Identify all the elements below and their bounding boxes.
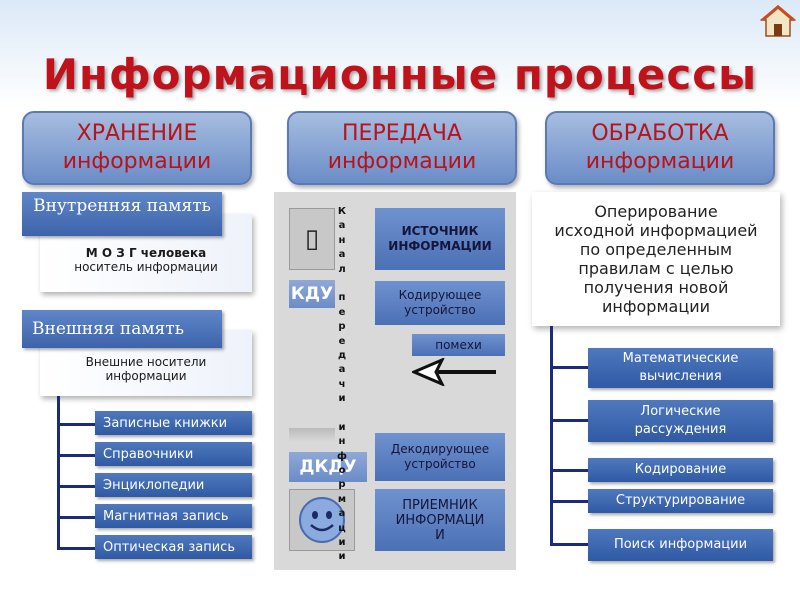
channel-letter: н xyxy=(338,234,346,246)
channel-letter: р xyxy=(338,479,346,491)
header-processing-line2: информации xyxy=(585,149,735,174)
processing-desc-line4: правилам с целью xyxy=(578,259,734,278)
storage-item-reference-books[interactable]: Справочники xyxy=(95,442,252,466)
encoder-line2: устройство xyxy=(404,303,476,317)
channel-letter: м xyxy=(337,493,347,505)
storage-branch xyxy=(57,454,95,457)
encoder-box: Кодирующее устройство xyxy=(375,281,505,325)
channel-letter: л xyxy=(338,263,346,275)
processing-branch xyxy=(550,366,588,369)
processing-branch xyxy=(550,469,588,472)
channel-letter: о xyxy=(338,465,346,477)
internal-desc-line2: носитель информации xyxy=(74,260,218,274)
channel-letter: а xyxy=(338,249,346,261)
channel-letter: е xyxy=(338,306,346,318)
math-line2: вычисления xyxy=(639,369,722,384)
channel-letter: и xyxy=(338,536,346,548)
processing-branch xyxy=(550,500,588,503)
storage-branch xyxy=(57,423,95,426)
external-memory-label: Внешняя память xyxy=(22,310,222,348)
internal-memory-label: Внутренняя память xyxy=(22,192,222,236)
processing-desc-line1: Оперирование xyxy=(594,202,718,221)
channel-letter: ц xyxy=(338,522,346,534)
encoder-short-label: КДУ xyxy=(289,280,335,308)
channel-letter: ч xyxy=(338,378,346,390)
channel-letter: п xyxy=(338,292,346,304)
processing-item-structuring[interactable]: Структурирование xyxy=(588,489,773,513)
header-transfer: ПЕРЕДАЧА информации xyxy=(287,111,517,185)
channel-letter: р xyxy=(338,321,346,333)
header-storage-line1: ХРАНЕНИЕ xyxy=(76,121,198,146)
header-storage-line2: информации xyxy=(62,149,212,174)
channel-letter: и xyxy=(338,551,346,563)
storage-item-optical[interactable]: Оптическая запись xyxy=(95,535,252,559)
channel-letter: К xyxy=(337,206,347,217)
processing-item-search[interactable]: Поиск информации xyxy=(588,529,773,561)
header-transfer-line1: ПЕРЕДАЧА xyxy=(342,121,462,146)
channel-letter: и xyxy=(338,421,346,433)
receiver-line1: ПРИЕМНИК xyxy=(402,497,478,513)
channel-letter xyxy=(335,407,349,421)
channel-letter: а xyxy=(338,220,346,232)
processing-item-math[interactable]: Математические вычисления xyxy=(588,348,773,388)
internal-desc-line1: М О З Г человека xyxy=(85,246,207,260)
storage-tree-trunk xyxy=(57,396,60,548)
header-processing-line1: ОБРАБОТКА xyxy=(591,121,729,146)
channel-letter: ф xyxy=(337,450,347,462)
processing-tree-trunk xyxy=(550,326,553,545)
receiver-box xyxy=(289,489,355,551)
processing-desc-line3: по определенным xyxy=(579,240,733,259)
channel-letter: д xyxy=(337,349,347,361)
storage-branch xyxy=(57,485,95,488)
noise-label: помехи xyxy=(412,334,505,356)
source-line1: ИСТОЧНИК xyxy=(401,224,479,238)
channel-letter: н xyxy=(338,436,346,448)
processing-desc-line6: информации xyxy=(601,297,711,316)
header-transfer-line2: информации xyxy=(327,149,477,174)
logic-line1: Логические xyxy=(640,404,721,419)
channel-letter: а xyxy=(338,364,346,376)
external-desc-line1: Внешние носители xyxy=(85,355,207,369)
storage-branch xyxy=(57,547,95,550)
processing-item-logic[interactable]: Логические рассуждения xyxy=(588,400,773,442)
decoder-box: Декодирующее устройство xyxy=(375,433,505,481)
decoder-line2: устройство xyxy=(404,457,476,471)
channel-letter: и xyxy=(338,393,346,405)
processing-desc-line2: исходной информацией xyxy=(554,221,758,240)
page-title: Информационные процессы xyxy=(42,50,758,99)
receiver-label: ПРИЕМНИК ИНФОРМАЦИ И xyxy=(375,489,505,551)
processing-desc-line5: получения новой xyxy=(583,278,729,297)
source-line2: ИНФОРМАЦИИ xyxy=(388,239,492,253)
processing-branch xyxy=(550,543,588,546)
math-line1: Математические xyxy=(622,351,739,366)
storage-item-encyclopedias[interactable]: Энциклопедии xyxy=(95,473,252,497)
storage-branch xyxy=(57,516,95,519)
source-box: ▯ xyxy=(289,208,335,270)
processing-item-coding[interactable]: Кодирование xyxy=(588,458,773,482)
receiver-line3: И xyxy=(435,527,445,543)
encoder-line1: Кодирующее xyxy=(398,288,482,302)
decoder-line1: Декодирующее xyxy=(390,442,490,456)
decoder-short-label: ДКДУ xyxy=(289,452,367,482)
processing-description: Оперирование исходной информацией по опр… xyxy=(532,192,780,326)
header-processing: ОБРАБОТКА информации xyxy=(545,111,775,185)
receiver-line2: ИНФОРМАЦИ xyxy=(395,512,485,528)
processing-branch xyxy=(550,419,588,422)
logic-line2: рассуждения xyxy=(634,422,727,437)
external-desc-line2: информации xyxy=(105,369,187,383)
source-icon: ▯ xyxy=(304,224,320,254)
source-label: ИСТОЧНИК ИНФОРМАЦИИ xyxy=(375,208,505,270)
decoder-divider xyxy=(289,428,335,442)
channel-letter: е xyxy=(338,335,346,347)
channel-letter xyxy=(335,278,349,292)
home-icon[interactable] xyxy=(760,4,796,38)
left-arrow-icon xyxy=(410,357,498,387)
header-storage: ХРАНЕНИЕ информации xyxy=(22,111,252,185)
smiley-icon xyxy=(299,497,345,543)
storage-item-notebooks[interactable]: Записные книжки xyxy=(95,411,252,435)
storage-item-magnetic[interactable]: Магнитная запись xyxy=(95,504,252,528)
channel-letter: а xyxy=(338,508,346,520)
